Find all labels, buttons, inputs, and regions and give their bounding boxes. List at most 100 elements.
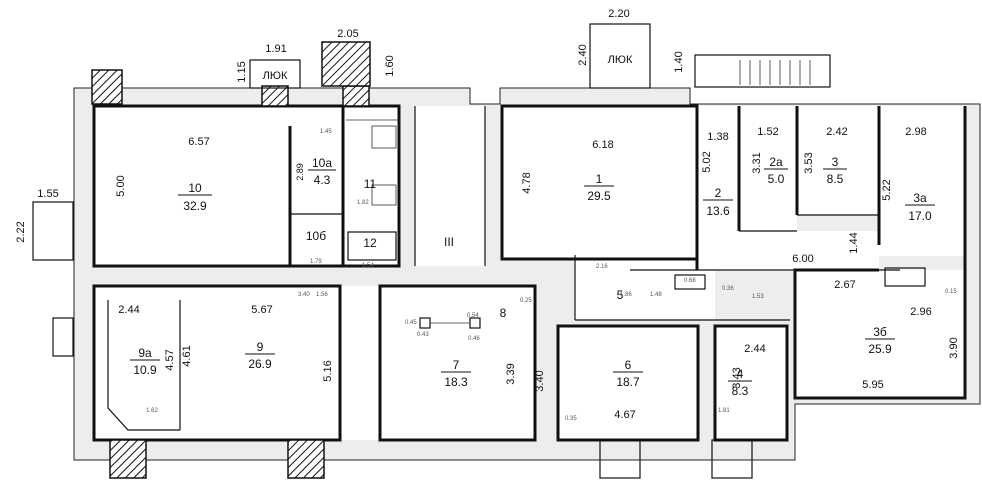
dimension-label: 4.57 bbox=[164, 349, 176, 370]
room-number: 6 bbox=[625, 358, 632, 372]
dimension-label: 1.91 bbox=[265, 43, 286, 55]
dimension-label: 1.15 bbox=[236, 61, 248, 82]
dimension-label: 1.62 bbox=[146, 408, 158, 414]
hatches bbox=[32, 23, 831, 479]
dimension-label: 4.61 bbox=[181, 345, 193, 366]
dimension-label: 2.44 bbox=[744, 343, 765, 355]
room-number: 3 bbox=[832, 155, 839, 169]
room-number: 3б bbox=[873, 325, 887, 339]
dimension-label: 5.22 bbox=[881, 179, 893, 200]
room-area: 25.9 bbox=[868, 342, 892, 356]
small-dimension-label: 1.48 bbox=[650, 292, 662, 298]
small-dimension-labels: 1.45 1.82 1.54 1.79 3.40 1.56 0.45 0.54 … bbox=[298, 129, 957, 422]
room-number: 12 bbox=[363, 236, 377, 250]
room-area: 32.9 bbox=[183, 199, 207, 213]
hatch-labels: ЛЮК ЛЮК bbox=[263, 54, 633, 82]
dimension-label: 5.95 bbox=[862, 379, 883, 391]
dimension-label: 6.18 bbox=[592, 139, 613, 151]
dimension-label: 1.60 bbox=[384, 55, 396, 76]
dimension-label: 6.57 bbox=[188, 136, 209, 148]
dimension-label: 2.05 bbox=[337, 28, 358, 40]
dimension-label: 1.55 bbox=[37, 188, 58, 200]
small-dimension-label: 3.40 bbox=[298, 292, 310, 298]
dimension-label: 2.67 bbox=[834, 279, 855, 291]
small-dimension-label: 0.25 bbox=[520, 298, 532, 304]
small-dimension-label: 0.68 bbox=[684, 278, 696, 284]
hatch-label: ЛЮК bbox=[263, 70, 288, 82]
dimension-label: 3.39 bbox=[505, 363, 517, 384]
dimension-label: 2.89 bbox=[295, 163, 305, 181]
room-area: 29.5 bbox=[587, 189, 611, 203]
room-number: 3а bbox=[913, 191, 927, 205]
dimension-label: 1.52 bbox=[757, 126, 778, 138]
dimension-labels: 2.20 2.40 1.40 1.91 1.15 2.05 1.60 1.55 … bbox=[15, 8, 960, 421]
room-area: 18.3 bbox=[444, 375, 468, 389]
dimension-label: 2.44 bbox=[118, 304, 139, 316]
small-dimension-label: 0.45 bbox=[405, 320, 417, 326]
room-number: 5 bbox=[617, 288, 624, 302]
small-dimension-label: 1.82 bbox=[357, 200, 369, 206]
dimension-label: 1.38 bbox=[707, 131, 728, 143]
room-number: 7 bbox=[453, 358, 460, 372]
dimension-label: 5.02 bbox=[701, 151, 713, 172]
dimension-label: 3.40 bbox=[534, 370, 546, 391]
small-dimension-label: 0.35 bbox=[565, 416, 577, 422]
room-area: 8.3 bbox=[732, 384, 749, 398]
dimension-label: 6.00 bbox=[792, 253, 813, 265]
building-outline bbox=[73, 87, 981, 461]
dimension-label: 2.22 bbox=[15, 221, 27, 242]
small-dimension-label: 1.56 bbox=[316, 292, 328, 298]
dimension-label: 2.42 bbox=[826, 126, 847, 138]
small-dimension-label: 1.54 bbox=[362, 263, 374, 269]
room-number: 8 bbox=[500, 306, 507, 320]
dimension-label: 4.78 bbox=[521, 172, 533, 193]
room-number: 2а bbox=[769, 155, 783, 169]
room-number: 10а bbox=[312, 156, 332, 170]
hatch-label: ЛЮК bbox=[608, 54, 633, 66]
small-dimension-label: 0.54 bbox=[467, 313, 479, 319]
room-number: 2 bbox=[715, 186, 722, 200]
dimension-label: 1.40 bbox=[673, 51, 685, 72]
dimension-label: 3.31 bbox=[751, 152, 763, 173]
room-number: 10 bbox=[188, 181, 202, 195]
small-dimension-label: 0.46 bbox=[468, 336, 480, 342]
dimension-label: 3.53 bbox=[803, 152, 815, 173]
dimension-label: 2.40 bbox=[577, 44, 589, 65]
room-number: 10б bbox=[306, 229, 326, 243]
walls bbox=[92, 104, 967, 442]
dimension-label: 2.20 bbox=[608, 8, 629, 20]
dimension-label: 2.98 bbox=[905, 126, 926, 138]
small-dimension-label: 1.79 bbox=[310, 259, 322, 265]
room-area: 4.3 bbox=[314, 173, 331, 187]
room-labels: 1 29.5 2 13.6 2а 5.0 3 8.5 3а 17.0 3б 25… bbox=[130, 155, 935, 398]
small-dimension-label: 1.45 bbox=[320, 129, 332, 135]
small-dimension-label: 0.15 bbox=[945, 289, 957, 295]
small-dimension-label: 0.43 bbox=[417, 332, 429, 338]
room-number: 4 bbox=[737, 367, 744, 381]
small-dimension-label: 1.81 bbox=[718, 408, 730, 414]
room-area: 5.0 bbox=[768, 172, 785, 186]
room-area: 17.0 bbox=[908, 209, 932, 223]
room-number: 9а bbox=[138, 346, 152, 360]
room-area: 13.6 bbox=[706, 204, 730, 218]
dimension-label: 5.67 bbox=[251, 304, 272, 316]
room-area: 8.5 bbox=[827, 172, 844, 186]
room-number: 1 bbox=[596, 172, 603, 186]
dimension-label: 3.90 bbox=[948, 337, 960, 358]
small-dimension-label: 1.53 bbox=[752, 294, 764, 300]
room-number: III bbox=[444, 235, 454, 249]
dimension-label: 4.67 bbox=[614, 409, 635, 421]
room-area: 10.9 bbox=[133, 363, 157, 377]
small-dimension-label: 1.86 bbox=[620, 292, 632, 298]
dimension-label: 2.96 bbox=[910, 306, 931, 318]
dimension-label: 3.43 bbox=[731, 367, 743, 388]
dimension-label: 1.44 bbox=[848, 232, 860, 253]
room-area: 18.7 bbox=[616, 375, 640, 389]
small-dimension-label: 0.36 bbox=[722, 286, 734, 292]
dimension-label: 5.16 bbox=[322, 360, 334, 381]
dimension-label: 5.00 bbox=[115, 175, 127, 196]
small-dimension-label: 2.16 bbox=[596, 264, 608, 270]
room-number: 9 bbox=[257, 340, 264, 354]
room-area: 26.9 bbox=[248, 357, 272, 371]
